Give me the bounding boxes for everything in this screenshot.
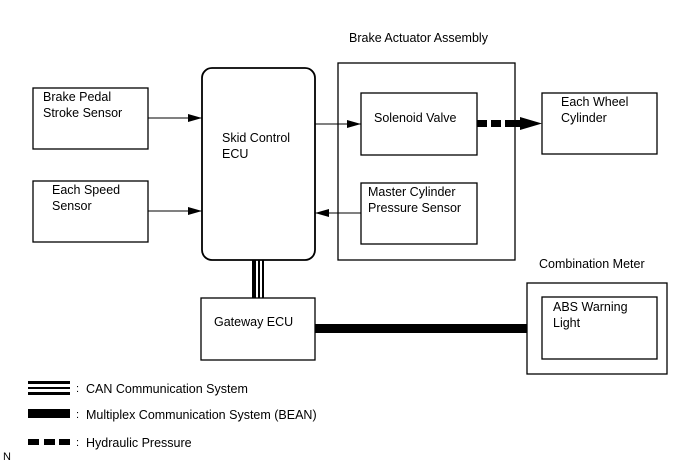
solenoid-valve-node: Solenoid Valve bbox=[360, 92, 478, 156]
svg-text:Sensor: Sensor bbox=[52, 199, 92, 213]
svg-text:Master Cylinder: Master Cylinder bbox=[368, 185, 456, 199]
svg-text:ABS Warning: ABS Warning bbox=[553, 300, 628, 314]
brake-actuator-assembly-title: Brake Actuator Assembly bbox=[349, 31, 489, 45]
svg-text:Pressure Sensor: Pressure Sensor bbox=[368, 201, 461, 215]
hydraulic-pressure-arrow bbox=[477, 117, 542, 130]
svg-text:Gateway ECU: Gateway ECU bbox=[214, 315, 293, 329]
legend-hydraulic-swatch bbox=[28, 439, 70, 445]
legend-hydraulic-label: Hydraulic Pressure bbox=[86, 436, 192, 450]
svg-text:ECU: ECU bbox=[222, 147, 248, 161]
svg-text:Skid Control: Skid Control bbox=[222, 131, 290, 145]
brake-actuator-assembly-frame bbox=[337, 62, 516, 261]
each-speed-sensor-node: Each Speed Sensor bbox=[32, 180, 149, 243]
svg-text:Solenoid Valve: Solenoid Valve bbox=[374, 111, 457, 125]
abs-warning-light-node: ABS Warning Light bbox=[541, 296, 658, 360]
can-bus-line bbox=[252, 260, 264, 298]
gateway-ecu-node: Gateway ECU bbox=[200, 297, 316, 361]
legend-bean-label: Multiplex Communication System (BEAN) bbox=[86, 408, 317, 422]
svg-text::: : bbox=[76, 437, 79, 449]
svg-text:Brake Pedal: Brake Pedal bbox=[43, 90, 111, 104]
svg-text::: : bbox=[76, 409, 79, 421]
master-cylinder-pressure-sensor-node: Master Cylinder Pressure Sensor bbox=[360, 182, 478, 245]
legend: : CAN Communication System : Multiplex C… bbox=[28, 381, 317, 450]
svg-text:Each Speed: Each Speed bbox=[52, 183, 120, 197]
legend-bean-swatch bbox=[28, 409, 70, 418]
brake-pedal-stroke-sensor-node: Brake Pedal Stroke Sensor bbox=[32, 87, 149, 150]
skid-control-ecu-node: Skid Control ECU bbox=[201, 67, 316, 261]
legend-can-label: CAN Communication System bbox=[86, 382, 248, 396]
svg-text::: : bbox=[76, 383, 79, 395]
svg-text:Stroke Sensor: Stroke Sensor bbox=[43, 106, 122, 120]
svg-text:Each Wheel: Each Wheel bbox=[561, 95, 628, 109]
combination-meter-title: Combination Meter bbox=[539, 257, 645, 271]
legend-can-swatch bbox=[28, 381, 70, 395]
bean-bus-line bbox=[315, 324, 527, 333]
svg-text:Cylinder: Cylinder bbox=[561, 111, 607, 125]
footer-mark: N bbox=[3, 451, 11, 463]
svg-text:Light: Light bbox=[553, 316, 581, 330]
each-wheel-cylinder-node: Each Wheel Cylinder bbox=[541, 92, 658, 155]
